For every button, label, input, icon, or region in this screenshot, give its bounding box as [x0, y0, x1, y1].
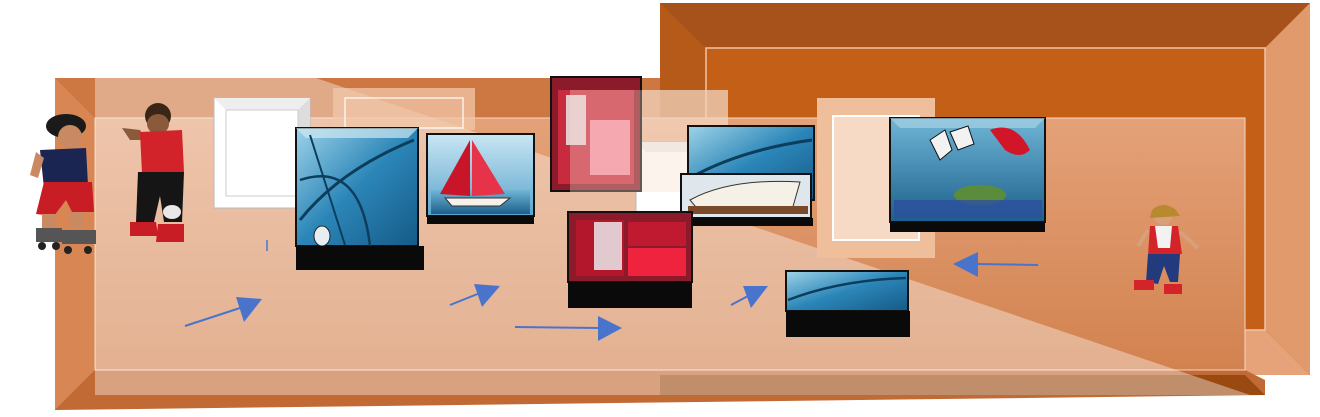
aquarium-sand — [894, 200, 1042, 218]
glass-bubble — [314, 226, 330, 246]
right-room-right-wall — [1265, 3, 1310, 375]
red-low-base — [568, 282, 692, 308]
glass-panel-red-low — [568, 212, 692, 308]
red-low-clear — [594, 222, 622, 270]
aquarium-base — [890, 222, 1045, 232]
glass-panel-aquarium — [890, 118, 1045, 232]
blue-small-base — [786, 311, 910, 337]
frame-back-1 — [333, 88, 475, 130]
ship-hull — [688, 206, 808, 214]
right-room-top-wall — [660, 3, 1310, 48]
glass-blue-large-base — [296, 246, 424, 270]
sailboat-hull — [445, 198, 510, 206]
sailboat-base — [427, 216, 534, 224]
glass-panel-blue-small — [786, 271, 910, 337]
glass-panel-ship — [681, 174, 813, 226]
glass-blue-large-bevel — [296, 128, 418, 138]
red-low-top — [628, 222, 686, 246]
red-low-bright — [628, 248, 686, 276]
blue-small-face — [786, 271, 908, 311]
glass-panel-sailboat — [427, 134, 534, 224]
glass-panel-blue-large — [296, 128, 424, 270]
white-box-left-inner — [226, 110, 298, 196]
ship-base — [681, 218, 813, 226]
white-box-left-top — [214, 98, 310, 110]
